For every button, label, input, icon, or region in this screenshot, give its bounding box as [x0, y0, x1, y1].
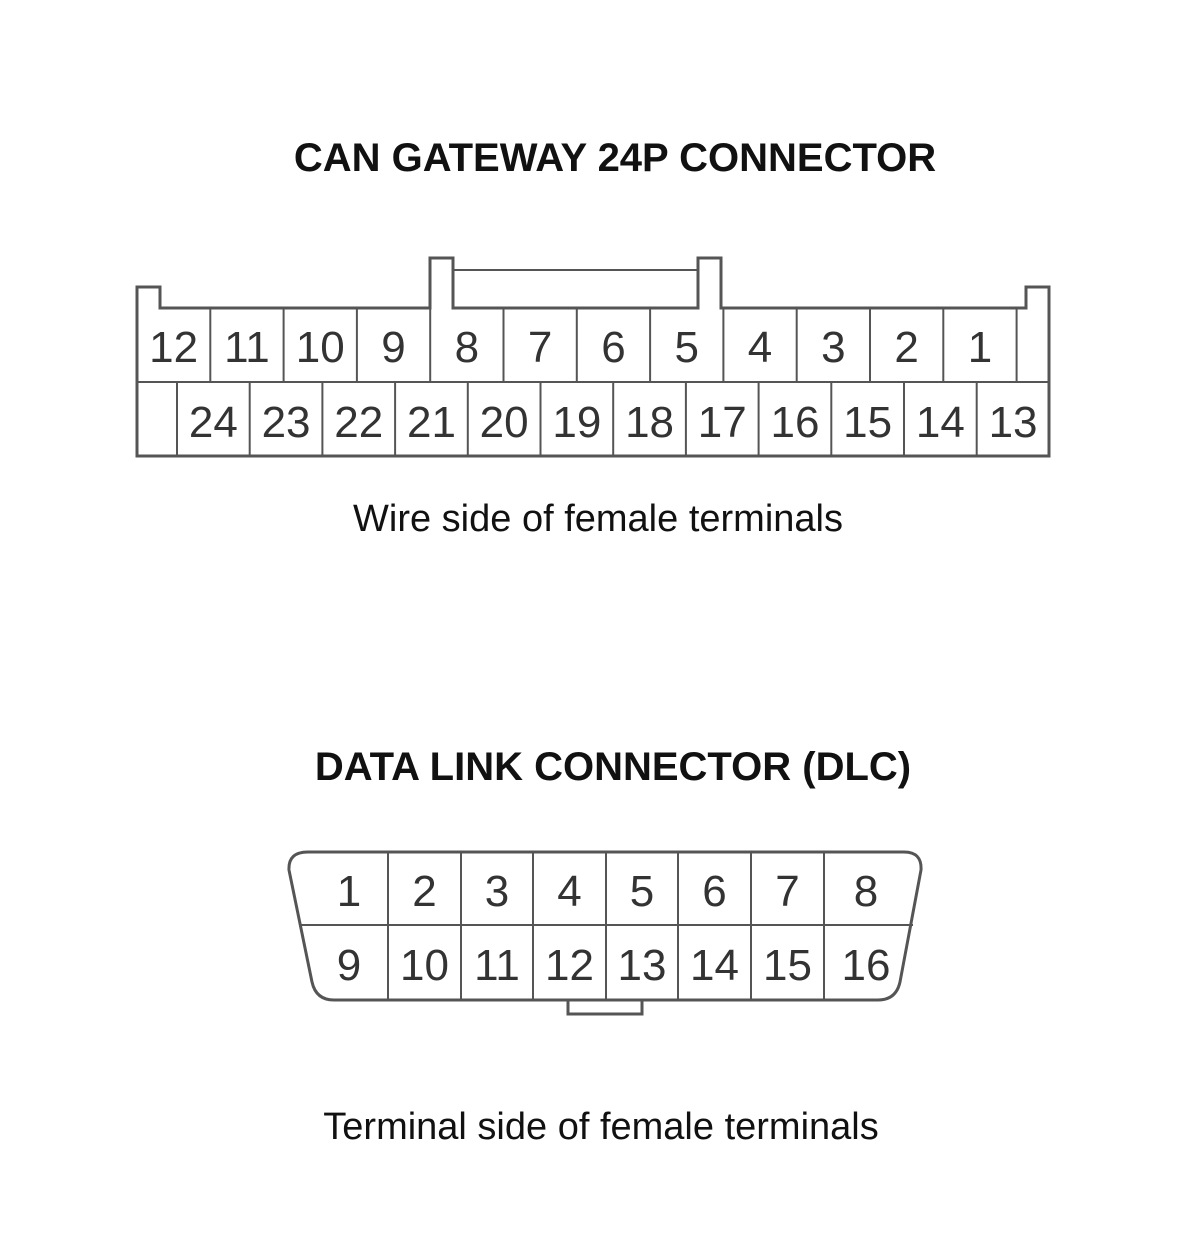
gateway-housing — [135, 256, 1051, 458]
gateway-cell-dividers — [176, 308, 1018, 456]
pin-label-13: 13 — [618, 941, 667, 990]
pin-label-21: 21 — [407, 398, 456, 447]
pin-label-8: 8 — [455, 323, 479, 372]
pin-label-11: 11 — [474, 941, 520, 990]
pin-label-7: 7 — [528, 323, 552, 372]
pin-label-12: 12 — [545, 941, 594, 990]
pin-label-15: 15 — [843, 398, 892, 447]
pin-label-22: 22 — [334, 398, 383, 447]
pin-label-16: 16 — [770, 398, 819, 447]
pin-label-7: 7 — [775, 867, 799, 916]
pin-label-3: 3 — [821, 323, 845, 372]
pin-label-23: 23 — [262, 398, 311, 447]
dlc-key-tab — [566, 998, 644, 1016]
pin-label-20: 20 — [480, 398, 529, 447]
pin-label-4: 4 — [748, 323, 772, 372]
dlc-cell-dividers — [387, 852, 825, 1000]
pin-label-19: 19 — [552, 398, 601, 447]
pin-label-3: 3 — [485, 867, 509, 916]
pin-label-1: 1 — [337, 867, 361, 916]
pin-label-5: 5 — [630, 867, 654, 916]
dlc-caption: Terminal side of female terminals — [323, 1106, 878, 1148]
pin-label-16: 16 — [842, 941, 891, 990]
pin-label-14: 14 — [690, 941, 739, 990]
pin-label-15: 15 — [763, 941, 812, 990]
pin-label-11: 11 — [224, 323, 270, 372]
pin-label-9: 9 — [337, 941, 361, 990]
pin-label-5: 5 — [675, 323, 699, 372]
dlc-bottom-row: 9 10 11 12 13 14 15 16 — [337, 941, 891, 990]
pin-label-10: 10 — [400, 941, 449, 990]
pin-label-10: 10 — [296, 323, 345, 372]
pin-label-17: 17 — [698, 398, 747, 447]
pin-label-14: 14 — [916, 398, 965, 447]
pin-label-12: 12 — [149, 323, 198, 372]
gateway-title: CAN GATEWAY 24P CONNECTOR — [294, 136, 936, 180]
pin-label-9: 9 — [381, 323, 405, 372]
gateway-caption: Wire side of female terminals — [353, 498, 843, 540]
pin-label-6: 6 — [702, 867, 726, 916]
pin-label-6: 6 — [601, 323, 625, 372]
pin-label-2: 2 — [412, 867, 436, 916]
pin-label-13: 13 — [989, 398, 1038, 447]
pin-label-2: 2 — [894, 323, 918, 372]
gateway-bottom-row: 24 23 22 21 20 19 18 17 16 15 14 13 — [189, 398, 1038, 447]
pin-label-8: 8 — [854, 867, 878, 916]
pin-label-24: 24 — [189, 398, 238, 447]
pin-label-4: 4 — [557, 867, 581, 916]
pin-label-1: 1 — [968, 323, 992, 372]
pin-label-18: 18 — [625, 398, 674, 447]
dlc-title: DATA LINK CONNECTOR (DLC) — [315, 745, 911, 789]
